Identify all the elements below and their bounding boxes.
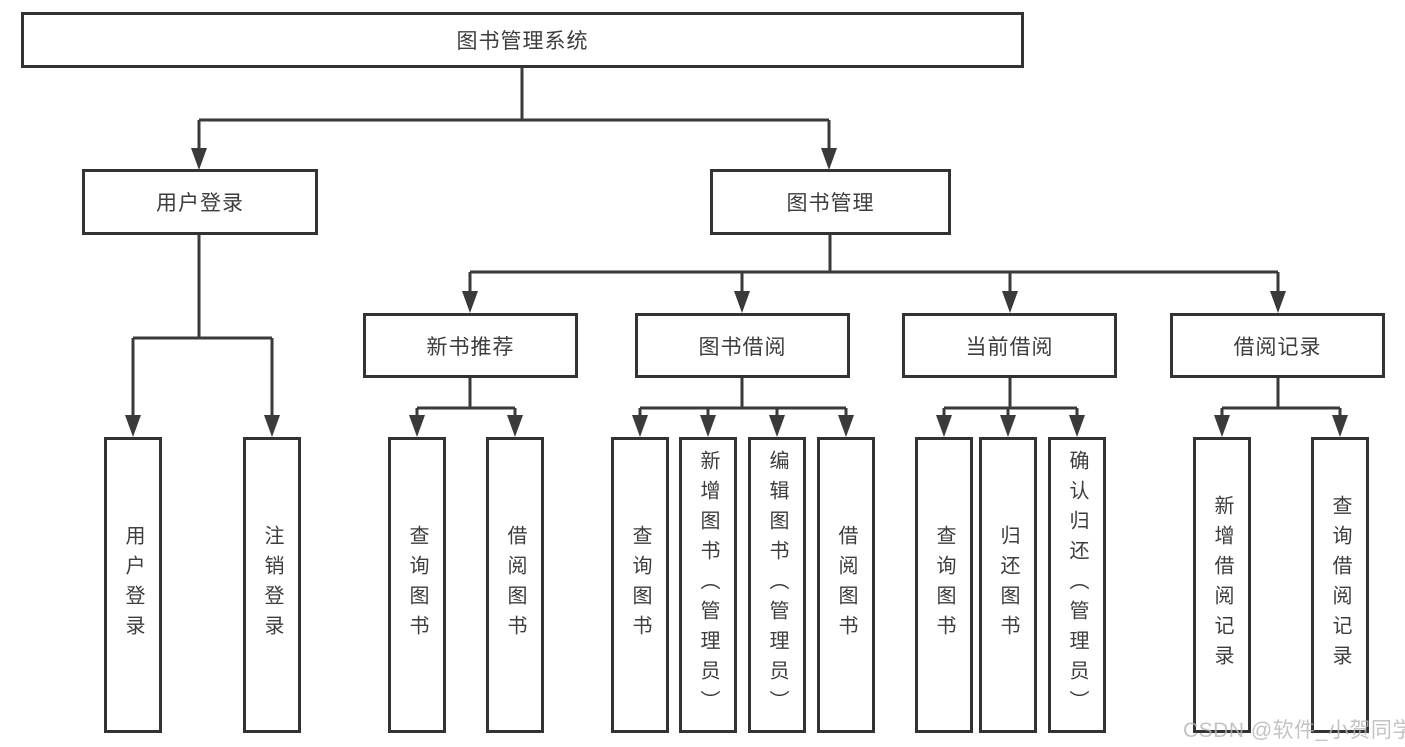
leaf-label: 查询借阅记录 [1329, 495, 1351, 675]
leaf-query-books-current: 查询图书 [915, 437, 973, 733]
leaf-label: 注销登录 [261, 525, 283, 645]
leaf-return-book: 归还图书 [979, 437, 1037, 733]
node-book-borrowing: 图书借阅 [635, 313, 850, 378]
arrow-down-icon [700, 415, 716, 437]
node-current-borrowing: 当前借阅 [902, 313, 1117, 378]
arrow-down-icon [821, 148, 837, 170]
arrow-down-icon [1214, 415, 1230, 437]
arrow-down-icon [264, 415, 280, 437]
leaf-label: 归还图书 [997, 525, 1019, 645]
leaf-edit-book-admin: 编辑图书（管理员） [748, 437, 806, 733]
arrow-down-icon [507, 415, 523, 437]
leaf-logout: 注销登录 [243, 437, 301, 733]
arrow-down-icon [632, 415, 648, 437]
leaf-borrow-books-recommend: 借阅图书 [486, 437, 544, 733]
arrow-down-icon [1270, 291, 1286, 313]
leaf-label: 用户登录 [122, 525, 144, 645]
leaf-label: 编辑图书（管理员） [766, 450, 788, 720]
leaf-borrow-books-borrowing: 借阅图书 [817, 437, 875, 733]
arrow-down-icon [125, 415, 141, 437]
arrow-down-icon [1332, 415, 1348, 437]
node-book-management: 图书管理 [710, 169, 951, 235]
arrow-down-icon [1000, 415, 1016, 437]
leaf-label: 查询图书 [629, 525, 651, 645]
leaf-query-borrow-record: 查询借阅记录 [1311, 437, 1369, 733]
leaf-confirm-return-admin: 确认归还（管理员） [1048, 437, 1106, 733]
leaf-query-books-borrowing: 查询图书 [611, 437, 669, 733]
leaf-user-login: 用户登录 [104, 437, 162, 733]
arrow-down-icon [1069, 415, 1085, 437]
leaf-label: 新增图书（管理员） [697, 450, 719, 720]
node-library-management-system: 图书管理系统 [21, 12, 1024, 68]
arrow-down-icon [462, 291, 478, 313]
leaf-label: 借阅图书 [835, 525, 857, 645]
leaf-label: 查询图书 [933, 525, 955, 645]
leaf-label: 确认归还（管理员） [1066, 450, 1088, 720]
node-user-login: 用户登录 [82, 169, 318, 235]
arrow-down-icon [936, 415, 952, 437]
arrow-down-icon [838, 415, 854, 437]
arrow-down-icon [769, 415, 785, 437]
leaf-label: 查询图书 [406, 525, 428, 645]
arrow-down-icon [409, 415, 425, 437]
leaf-label: 新增借阅记录 [1211, 495, 1233, 675]
arrow-down-icon [1002, 291, 1018, 313]
watermark-text: CSDN @软件_小贺同学 [1183, 719, 1405, 742]
arrow-down-icon [734, 291, 750, 313]
node-new-book-recommendation: 新书推荐 [363, 313, 578, 378]
node-borrowing-records: 借阅记录 [1170, 313, 1385, 378]
arrow-down-icon [191, 148, 207, 170]
leaf-label: 借阅图书 [504, 525, 526, 645]
leaf-query-books-recommend: 查询图书 [388, 437, 446, 733]
leaf-add-borrow-record: 新增借阅记录 [1193, 437, 1251, 733]
leaf-add-book-admin: 新增图书（管理员） [679, 437, 737, 733]
